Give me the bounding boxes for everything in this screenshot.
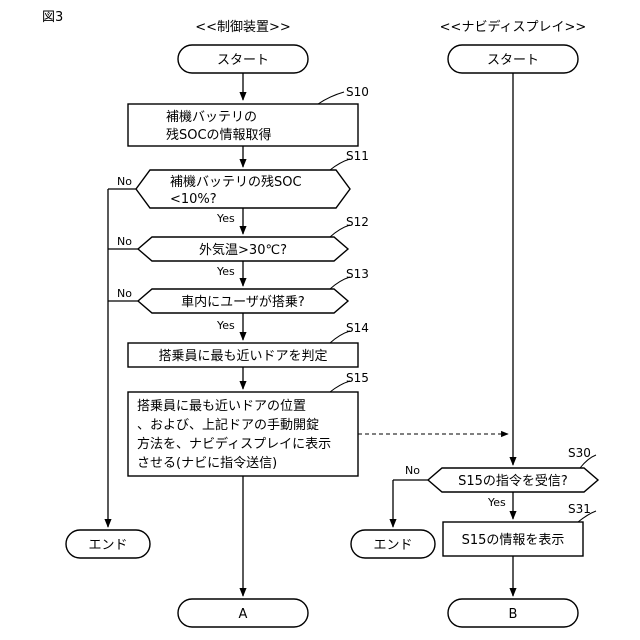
left-end-label: エンド bbox=[88, 538, 127, 553]
s11-yes-label: Yes bbox=[216, 212, 235, 225]
connector-a-label: A bbox=[239, 607, 248, 622]
s30-no-label: No bbox=[405, 464, 420, 477]
s14-step-label: S14 bbox=[346, 321, 369, 335]
s10-leader bbox=[318, 92, 344, 104]
s11-no-label: No bbox=[117, 175, 132, 188]
left-start-label: スタート bbox=[217, 53, 269, 68]
right-start-terminal: スタート bbox=[448, 45, 578, 73]
s31-line1: S15の情報を表示 bbox=[462, 533, 565, 548]
s31-process-box: S15の情報を表示 bbox=[443, 522, 583, 556]
left-end-terminal: エンド bbox=[66, 530, 150, 558]
s14-process-box: 搭乗員に最も近いドアを判定 bbox=[128, 343, 358, 367]
connector-b-label: B bbox=[509, 607, 518, 622]
column-header-control-device: <<制御装置>> bbox=[195, 20, 291, 35]
s15-line4: させる(ナビに指令送信) bbox=[137, 456, 277, 471]
s13-step-label: S13 bbox=[346, 267, 369, 281]
s30-step-label: S30 bbox=[568, 446, 591, 460]
s12-yes-label: Yes bbox=[216, 265, 235, 278]
figure-label: 図3 bbox=[42, 10, 63, 25]
s10-line2: 残SOCの情報取得 bbox=[166, 127, 272, 143]
column-header-navi-display: <<ナビディスプレイ>> bbox=[440, 19, 587, 35]
s12-no-label: No bbox=[117, 235, 132, 248]
s13-line1: 車内にユーザが搭乗? bbox=[181, 294, 305, 310]
s11-line1: 補機バッテリの残SOC bbox=[170, 175, 302, 190]
s13-decision: 車内にユーザが搭乗? bbox=[138, 289, 348, 313]
s30-line1: S15の指令を受信? bbox=[458, 474, 568, 489]
s11-line2: <10%? bbox=[170, 192, 217, 207]
s11-step-label: S11 bbox=[346, 149, 369, 163]
s15-step-label: S15 bbox=[346, 371, 369, 385]
s30-decision: S15の指令を受信? bbox=[428, 468, 598, 492]
s10-step-label: S10 bbox=[346, 85, 369, 99]
s13-yes-label: Yes bbox=[216, 319, 235, 332]
s31-step-label: S31 bbox=[568, 502, 591, 516]
left-start-terminal: スタート bbox=[178, 45, 308, 73]
s12-line1: 外気温>30℃? bbox=[199, 242, 287, 258]
s10-line1: 補機バッテリの bbox=[166, 110, 257, 125]
s15-line2: 、および、上記ドアの手動開錠 bbox=[137, 417, 319, 433]
s13-no-label: No bbox=[117, 287, 132, 300]
s30-yes-label: Yes bbox=[487, 496, 506, 509]
right-end-terminal: エンド bbox=[351, 530, 435, 558]
right-start-label: スタート bbox=[487, 53, 539, 68]
connector-a: A bbox=[178, 599, 308, 627]
s15-line1: 搭乗員に最も近いドアの位置 bbox=[137, 398, 306, 414]
s11-decision: 補機バッテリの残SOC <10%? bbox=[136, 170, 350, 208]
s15-process-box: 搭乗員に最も近いドアの位置 、および、上記ドアの手動開錠 方法を、ナビディスプレ… bbox=[128, 392, 358, 476]
connector-b: B bbox=[448, 599, 578, 627]
right-end-label: エンド bbox=[373, 538, 412, 553]
s12-decision: 外気温>30℃? bbox=[138, 237, 348, 261]
s15-line3: 方法を、ナビディスプレイに表示 bbox=[137, 436, 331, 452]
s12-step-label: S12 bbox=[346, 215, 369, 229]
s14-line1: 搭乗員に最も近いドアを判定 bbox=[158, 348, 327, 364]
s10-process-box: 補機バッテリの 残SOCの情報取得 bbox=[128, 104, 358, 146]
